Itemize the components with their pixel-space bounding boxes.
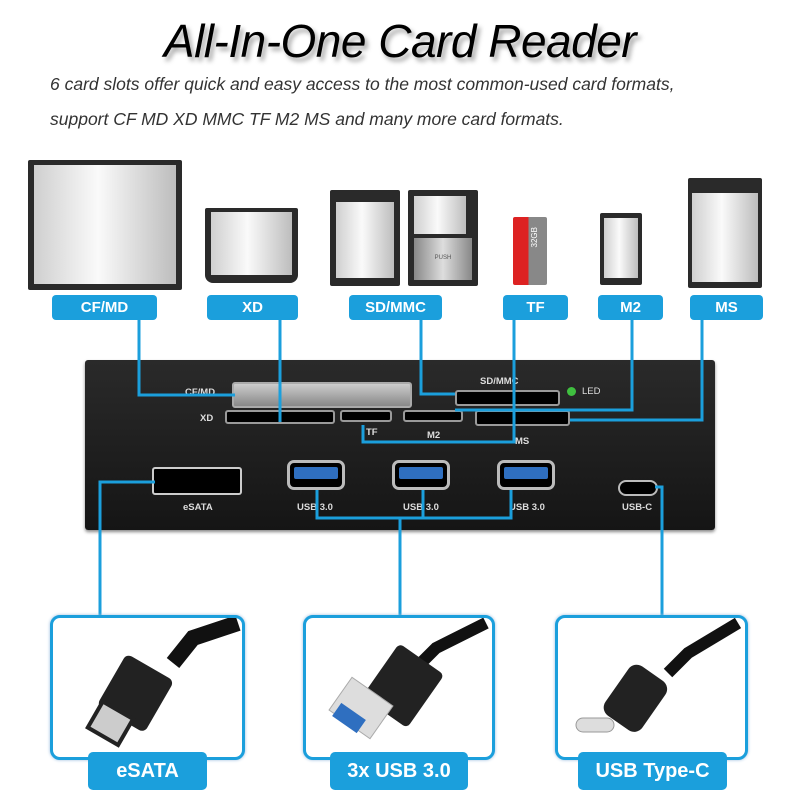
label-esata: eSATA: [88, 752, 207, 790]
label-xd: XD: [207, 295, 298, 320]
label-sd-mmc: SD/MMC: [349, 295, 442, 320]
tf-capacity: 32GB: [530, 227, 539, 248]
panel-label-esata: eSATA: [183, 502, 213, 513]
label-ms: MS: [690, 295, 763, 320]
panel-label-usb-1: USB 3.0: [297, 502, 333, 513]
usb-port-3: [497, 460, 555, 490]
esata-port: [152, 467, 242, 495]
m2-slot: [403, 410, 463, 422]
panel-label-ms: MS: [515, 436, 530, 447]
ms-slot: [475, 410, 570, 426]
usb-port-1: [287, 460, 345, 490]
esata-cable-icon: [85, 615, 241, 748]
xd-card-image: [205, 208, 298, 283]
tf-slot: [340, 410, 392, 422]
panel-label-cf-md: CF/MD: [185, 387, 216, 398]
panel-label-sd-mmc: SD/MMC: [480, 376, 519, 387]
tf-card-image: 32GB: [513, 217, 547, 285]
panel-label-m2: M2: [427, 430, 441, 441]
xd-slot: [225, 410, 335, 424]
label-usb-3: 3x USB 3.0: [330, 752, 468, 790]
usb-port-2: [392, 460, 450, 490]
m2-card-image: [600, 213, 642, 285]
subtitle-line-1: 6 card slots offer quick and easy access…: [50, 74, 675, 94]
mini-sd-adapter-image: PUSH: [408, 190, 478, 286]
usb-c-port: [618, 480, 658, 496]
panel-label-tf: TF: [366, 427, 378, 438]
panel-label-led: LED: [582, 386, 601, 397]
panel-label-usb-c: USB-C: [622, 502, 653, 513]
usb-c-cable-icon: [575, 617, 742, 733]
label-m2: M2: [598, 295, 663, 320]
cf-md-slot: [232, 382, 412, 408]
label-tf: TF: [503, 295, 568, 320]
front-panel: CF/MD SD/MMC LED XD TF M2 MS eSATA USB 3…: [85, 360, 715, 530]
usb-c-cable-box: [555, 615, 748, 760]
push-label: PUSH: [414, 238, 472, 280]
cf-card-image: [28, 160, 182, 290]
sd-card-image: [330, 190, 400, 286]
subtitle-line-2: support CF MD XD MMC TF M2 MS and many m…: [50, 109, 564, 129]
page-title: All-In-One Card Reader: [163, 15, 637, 67]
ms-card-image: [688, 178, 762, 288]
led-indicator: [567, 387, 576, 396]
sd-mmc-slot: [455, 390, 560, 406]
panel-label-xd: XD: [200, 413, 214, 424]
label-usb-type-c: USB Type-C: [578, 752, 727, 790]
usb-a-cable-icon: [328, 617, 489, 740]
panel-label-usb-3: USB 3.0: [509, 502, 545, 513]
esata-cable-box: [50, 615, 245, 760]
usb-cable-box: [303, 615, 495, 760]
label-cf-md: CF/MD: [52, 295, 157, 320]
panel-label-usb-2: USB 3.0: [403, 502, 439, 513]
